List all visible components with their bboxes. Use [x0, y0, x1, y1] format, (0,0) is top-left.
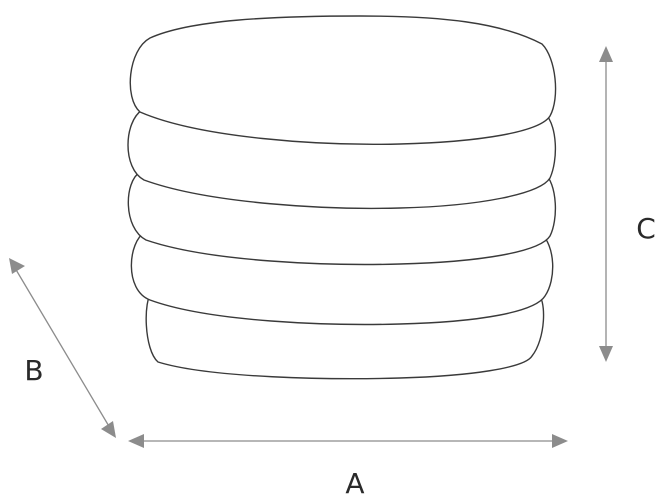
arrowhead-down-icon — [599, 346, 613, 362]
arrowhead-up-left-icon — [9, 258, 25, 274]
dimension-b-arrow — [9, 258, 116, 438]
arrowhead-right-icon — [552, 434, 568, 448]
dimension-c-label: C — [636, 212, 656, 245]
pouf-top-cushion — [129, 15, 557, 145]
arrowhead-up-icon — [599, 46, 613, 62]
dimension-b-label: B — [24, 354, 43, 387]
arrowhead-down-right-icon — [101, 421, 116, 438]
dimension-a-arrow — [128, 434, 568, 448]
dimension-a-label: A — [345, 467, 364, 496]
arrowhead-left-icon — [128, 434, 144, 448]
dimension-c-arrow — [599, 46, 613, 362]
pouf-drawing — [127, 15, 557, 380]
